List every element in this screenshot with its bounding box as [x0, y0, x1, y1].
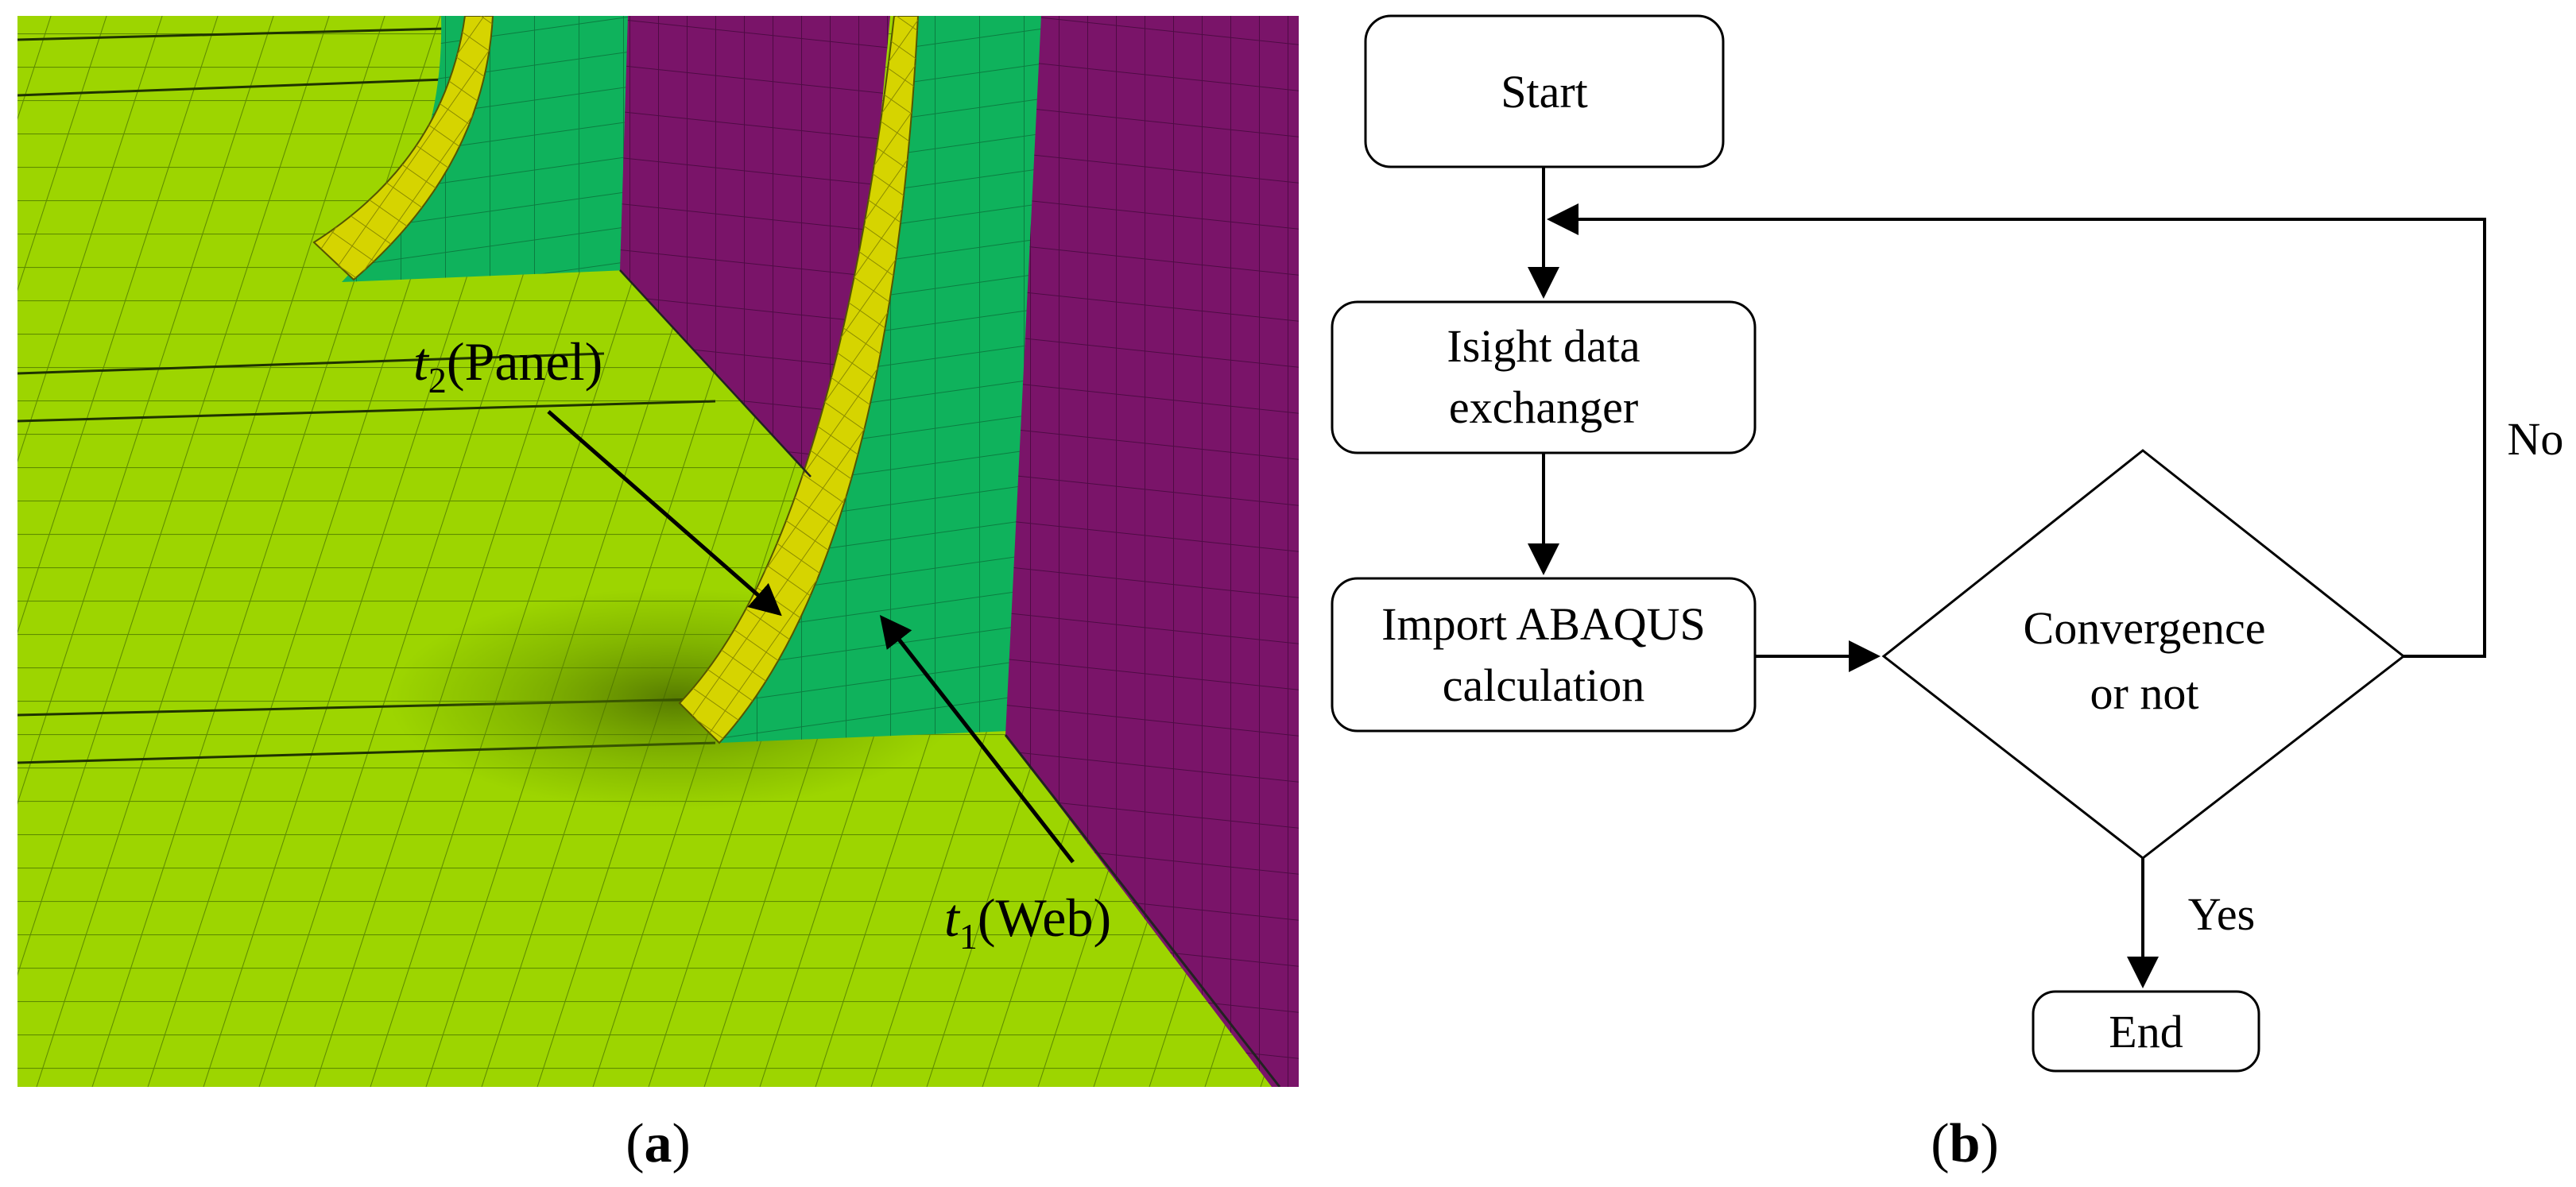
end-node — [2032, 990, 2260, 1073]
edge-label-no: No — [2508, 413, 2564, 465]
optimization-flowchart — [1331, 14, 2486, 1073]
convergence-label-line2: or not — [2090, 667, 2199, 719]
isight-label-line1: Isight data — [1447, 320, 1640, 372]
label-t1-symbol: t — [944, 887, 961, 948]
edge-label-yes: Yes — [2188, 888, 2255, 940]
label-t1-subscript: 1 — [959, 916, 978, 957]
caption-a-open: ( — [626, 1113, 644, 1174]
caption-b: (b) — [1931, 1113, 1999, 1174]
end-label: End — [2109, 1006, 2183, 1057]
caption-b-open: ( — [1931, 1113, 1949, 1174]
panel-arrow — [547, 410, 782, 617]
import-label-line2: calculation — [1443, 659, 1644, 711]
label-t2-subscript: 2 — [428, 360, 447, 400]
caption-a-close: ) — [672, 1113, 691, 1174]
caption-b-close: ) — [1980, 1113, 1998, 1174]
label-t2-text: (Panel) — [447, 331, 602, 392]
import-label-line1: Import ABAQUS — [1381, 598, 1706, 650]
caption-a-letter: a — [645, 1113, 672, 1174]
label-t1-text: (Web) — [978, 887, 1111, 948]
caption-b-letter: b — [1950, 1113, 1981, 1174]
fe-mesh-panel: t2(Panel) t1(Web) — [17, 16, 1299, 1087]
web-arrow — [879, 615, 1075, 864]
label-t1-web: t1(Web) — [944, 887, 1111, 957]
caption-a: (a) — [626, 1113, 691, 1174]
isight-label-line2: exchanger — [1449, 381, 1638, 433]
label-t2-symbol: t — [413, 331, 430, 392]
start-label: Start — [1501, 66, 1588, 118]
feedback-loop-no — [1547, 203, 2486, 658]
wall-plate-edge — [1004, 734, 1281, 1087]
convergence-decision — [1881, 449, 2406, 860]
label-t2-panel: t2(Panel) — [413, 331, 602, 400]
convergence-label-line1: Convergence — [2024, 602, 2266, 654]
